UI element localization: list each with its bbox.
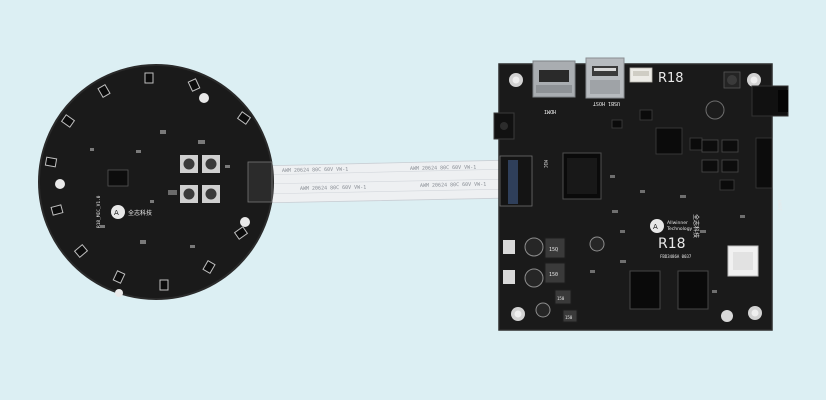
cable-print-2: AWM 20624 80C 60V VW-1 [410,164,476,172]
uart-label: UART [776,200,782,211]
svg-text:150: 150 [549,272,558,278]
mic-label: MIC [542,160,548,168]
mount-hole [55,179,65,189]
main-board: HDMI USB1 HOST R18 UART [493,57,789,331]
round-board-logo: A 全志科技 R18_MIC_V1.0 [96,195,152,228]
tactile-buttons [180,155,220,203]
inductors [524,236,733,323]
mount-hole [115,289,123,297]
round-model-text: R18_MIC_V1.0 [96,195,102,228]
corner-mount-holes [509,73,762,321]
logo-sub-1: Allwinner [667,220,688,226]
logo-sub-2: Technology [666,226,693,232]
svg-text:150: 150 [557,296,565,301]
wifi-module [727,245,759,277]
passives [590,175,745,293]
main-buttons [701,139,739,173]
memory-chips [629,270,709,310]
cable-print-3: AWM 20624 80C 60V VW-1 [300,184,366,192]
soc-chip [562,152,602,200]
dc-power-jack [751,85,789,117]
side-connector [503,240,515,254]
svg-text:15Q: 15Q [549,247,558,253]
round-brand-text: 全志科技 [128,209,152,217]
cable-print-1: AWM 20624 80C 60V VW-1 [282,166,348,174]
fpc-connector [247,161,273,203]
usb-port [585,57,625,99]
power-components [705,71,741,120]
mount-hole [199,93,209,103]
hdmi-port [532,60,576,98]
svg-text:150: 150 [565,315,573,320]
chip-label: R18 [658,236,686,252]
part-number: FBD3486A 0037 [660,254,692,259]
top-r18-label: R18 [658,71,684,86]
inductor-codes: 15Q 150 150 150 [549,247,573,320]
mount-hole [240,217,250,227]
ribbon-cable: AWM 20624 80C 60V VW-1 AWM 20624 80C 60V… [257,159,513,204]
audio-jack [493,112,515,140]
round-mic-board: A 全志科技 R18_MIC_V1.0 [38,64,274,300]
logo-text: 全志科技 [692,214,700,238]
smd-components [90,130,230,248]
main-fpc-connector [499,155,533,207]
allwinner-logo: A Allwinner Technology 全志科技 [650,214,700,238]
cable-print-4: AWM 20624 80C 60V VW-1 [420,181,486,189]
support-ics [611,109,735,191]
usb-label: USB1 HOST [593,100,620,106]
microphone-ring [44,72,252,291]
pin-header [755,137,773,189]
svg-text:A: A [653,223,658,231]
side-connector [503,270,515,284]
hdmi-label: HDMI [544,108,556,114]
svg-text:A: A [114,209,119,217]
